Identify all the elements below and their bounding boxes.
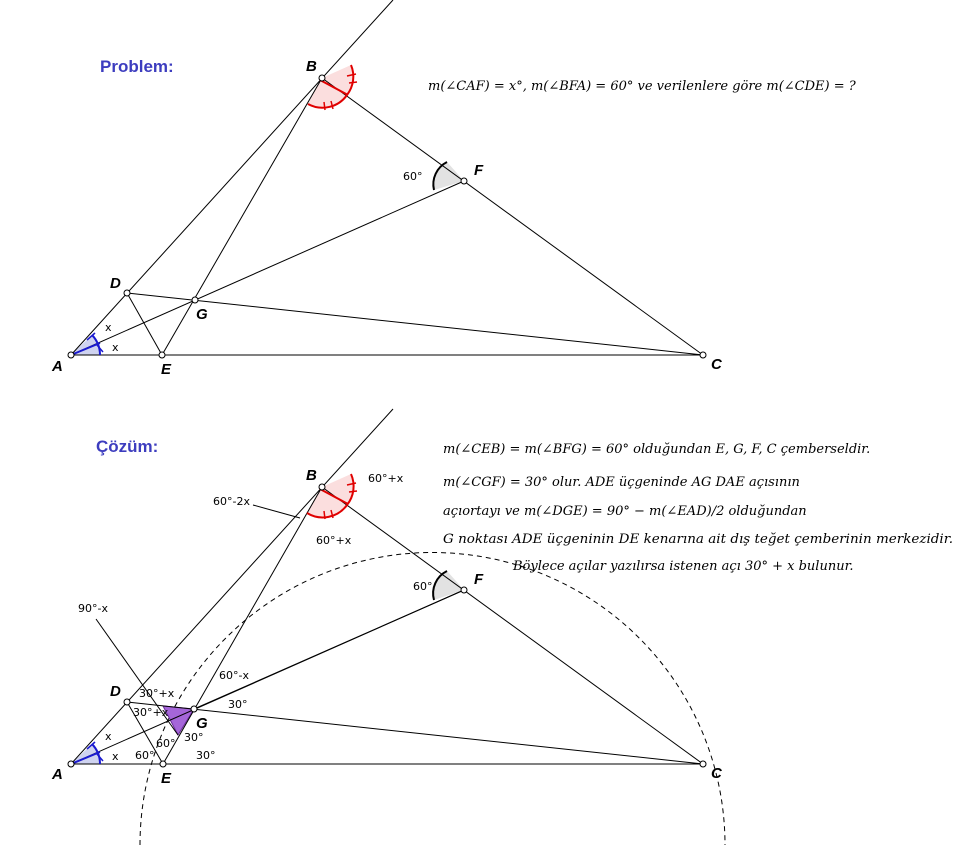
line-be xyxy=(161,77,323,356)
sol-point-e xyxy=(159,760,167,768)
point-g xyxy=(191,296,199,304)
angle-a-fill xyxy=(71,335,100,355)
solution-line-2: m(∠CGF) = 30° olur. ADE üçgeninde AG DAE… xyxy=(443,475,800,490)
point-a xyxy=(67,351,75,359)
sol-angle-d-lower: 30°+x xyxy=(133,706,169,719)
sol-angle-f-fill xyxy=(433,571,464,600)
point-d xyxy=(123,289,131,297)
point-b xyxy=(318,74,326,82)
sol-angle-f: 60° xyxy=(413,580,433,593)
sol-angle-a-upper: x xyxy=(105,730,112,743)
sol-angle-b-right: 60°+x xyxy=(368,472,404,485)
sol-angle-b-fill xyxy=(307,474,354,518)
sol-point-c xyxy=(699,760,707,768)
point-e xyxy=(158,351,166,359)
angle-label-a-upper: x xyxy=(105,321,112,334)
point-f xyxy=(460,177,468,185)
sol-label-d: D xyxy=(110,683,121,700)
solution-line-5: Böylece açılar yazılırsa istenen açı 30°… xyxy=(512,559,854,574)
problem-statement: m(∠CAF) = x°, m(∠BFA) = 60° ve verilenle… xyxy=(428,79,857,94)
sol-point-b xyxy=(318,483,326,491)
problem-heading: Problem: xyxy=(100,57,174,76)
sol-pointer-b xyxy=(252,504,301,519)
sol-label-c: C xyxy=(711,765,723,782)
angle-label-f: 60° xyxy=(403,170,423,183)
sol-angle-a-lower: x xyxy=(112,750,119,763)
line-af xyxy=(70,180,465,356)
sol-line-de xyxy=(126,701,164,765)
angle-label-a-lower: x xyxy=(112,341,119,354)
sol-label-e: E xyxy=(161,770,172,787)
label-e: E xyxy=(161,361,172,378)
angle-b-arc-lower xyxy=(307,94,348,109)
sol-label-b: B xyxy=(306,467,317,484)
label-b: B xyxy=(306,58,317,75)
sol-angle-g-left: 60° xyxy=(156,737,176,750)
solution-line-3: açıortayı ve m(∠DGE) = 90° − m(∠EAD)/2 o… xyxy=(443,504,807,519)
sol-angle-e-right: 30° xyxy=(196,749,216,762)
sol-line-dc xyxy=(126,701,704,765)
sol-angle-g-upper: 60°-x xyxy=(219,669,249,682)
line-ab-ray xyxy=(70,0,394,356)
sol-label-g: G xyxy=(196,715,208,732)
sol-point-g xyxy=(190,705,198,713)
sol-angle-e-left: 60° xyxy=(135,749,155,762)
label-c: C xyxy=(711,356,723,373)
sol-line-dg-ext xyxy=(95,618,179,736)
angle-f-fill xyxy=(433,162,464,190)
circle-egfc xyxy=(139,552,726,845)
solution-line-1: m(∠CEB) = m(∠BFG) = 60° olduğundan E, G,… xyxy=(443,442,870,457)
line-dc xyxy=(126,292,704,356)
sol-angle-b-bottom: 60°+x xyxy=(316,534,352,547)
sol-angle-d-upper: 30°+x xyxy=(139,687,175,700)
label-f: F xyxy=(474,162,484,179)
problem-figure: A B C D E F G 60° x x xyxy=(51,0,723,378)
sol-angle-g-lower: 30° xyxy=(184,731,204,744)
sol-angle-g-right: 30° xyxy=(228,698,248,711)
sol-point-d xyxy=(123,698,131,706)
sol-label-a: A xyxy=(51,766,63,783)
sol-line-be xyxy=(162,486,323,765)
solution-line-4: G noktası ADE üçgeninin DE kenarına ait … xyxy=(443,532,953,547)
point-c xyxy=(699,351,707,359)
label-g: G xyxy=(196,306,208,323)
solution-figure: A B C D E F G 60°+x 60°-2x 60°+x 60° 90°… xyxy=(51,408,726,845)
angle-b-arc xyxy=(346,64,355,96)
sol-point-a xyxy=(67,760,75,768)
sol-line-gf xyxy=(193,589,465,710)
sol-line-bc xyxy=(321,486,704,765)
sol-angle-d-outer: 90°-x xyxy=(78,602,108,615)
angle-f-arc xyxy=(432,161,448,191)
solution-heading: Çözüm: xyxy=(96,437,158,456)
line-bc xyxy=(321,77,704,356)
sol-label-f: F xyxy=(474,571,484,588)
label-a: A xyxy=(51,358,63,375)
label-d: D xyxy=(110,275,121,292)
sol-point-f xyxy=(460,586,468,594)
sol-angle-b-left: 60°-2x xyxy=(213,495,250,508)
sol-line-ab-ray xyxy=(70,408,394,765)
line-de xyxy=(126,292,163,356)
sol-angle-a-fill xyxy=(71,744,100,764)
